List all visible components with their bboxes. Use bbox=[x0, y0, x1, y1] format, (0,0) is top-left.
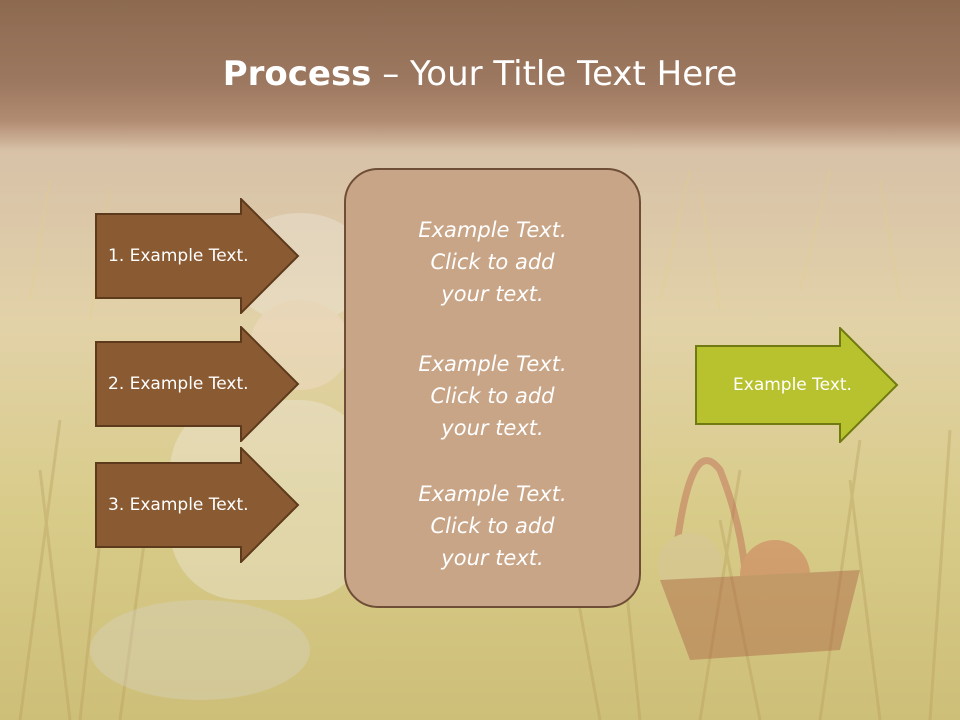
arrow-shape bbox=[95, 198, 300, 314]
center-item-3-line-1: Example Text. bbox=[418, 482, 567, 506]
center-item-3-line-2: Click to add bbox=[430, 514, 555, 538]
process-step-3-label: 3. Example Text. bbox=[108, 495, 249, 515]
center-item-1: Example Text. Click to add your text. bbox=[346, 214, 639, 310]
center-item-2-line-2: Click to add bbox=[430, 384, 555, 408]
center-item-3: Example Text. Click to add your text. bbox=[346, 478, 639, 574]
center-item-1-line-2: Click to add bbox=[430, 250, 555, 274]
result-arrow[interactable]: Example Text. bbox=[695, 327, 900, 443]
arrow-shape bbox=[695, 327, 899, 443]
center-item-2-line-1: Example Text. bbox=[418, 352, 567, 376]
center-item-3-line-3: your text. bbox=[441, 546, 544, 570]
center-item-1-line-1: Example Text. bbox=[418, 218, 567, 242]
center-item-2-line-3: your text. bbox=[441, 416, 544, 440]
process-step-3-arrow[interactable]: 3. Example Text. bbox=[95, 447, 300, 563]
title-rest: – Your Title Text Here bbox=[371, 54, 738, 94]
center-text-box[interactable]: Example Text. Click to add your text. Ex… bbox=[344, 168, 641, 608]
arrow-shape bbox=[95, 326, 300, 442]
process-step-1-arrow[interactable]: 1. Example Text. bbox=[95, 198, 300, 314]
title-bold: Process bbox=[222, 54, 372, 94]
center-item-2: Example Text. Click to add your text. bbox=[346, 348, 639, 444]
slide-title: Process – Your Title Text Here bbox=[0, 52, 960, 96]
process-step-2-label: 2. Example Text. bbox=[108, 374, 249, 394]
arrow-shape bbox=[95, 447, 300, 563]
title-bar: Process – Your Title Text Here bbox=[0, 0, 960, 150]
result-arrow-label: Example Text. bbox=[733, 375, 852, 395]
basket-handle bbox=[671, 457, 749, 571]
center-item-1-line-3: your text. bbox=[441, 282, 544, 306]
process-step-1-label: 1. Example Text. bbox=[108, 246, 249, 266]
process-step-2-arrow[interactable]: 2. Example Text. bbox=[95, 326, 300, 442]
